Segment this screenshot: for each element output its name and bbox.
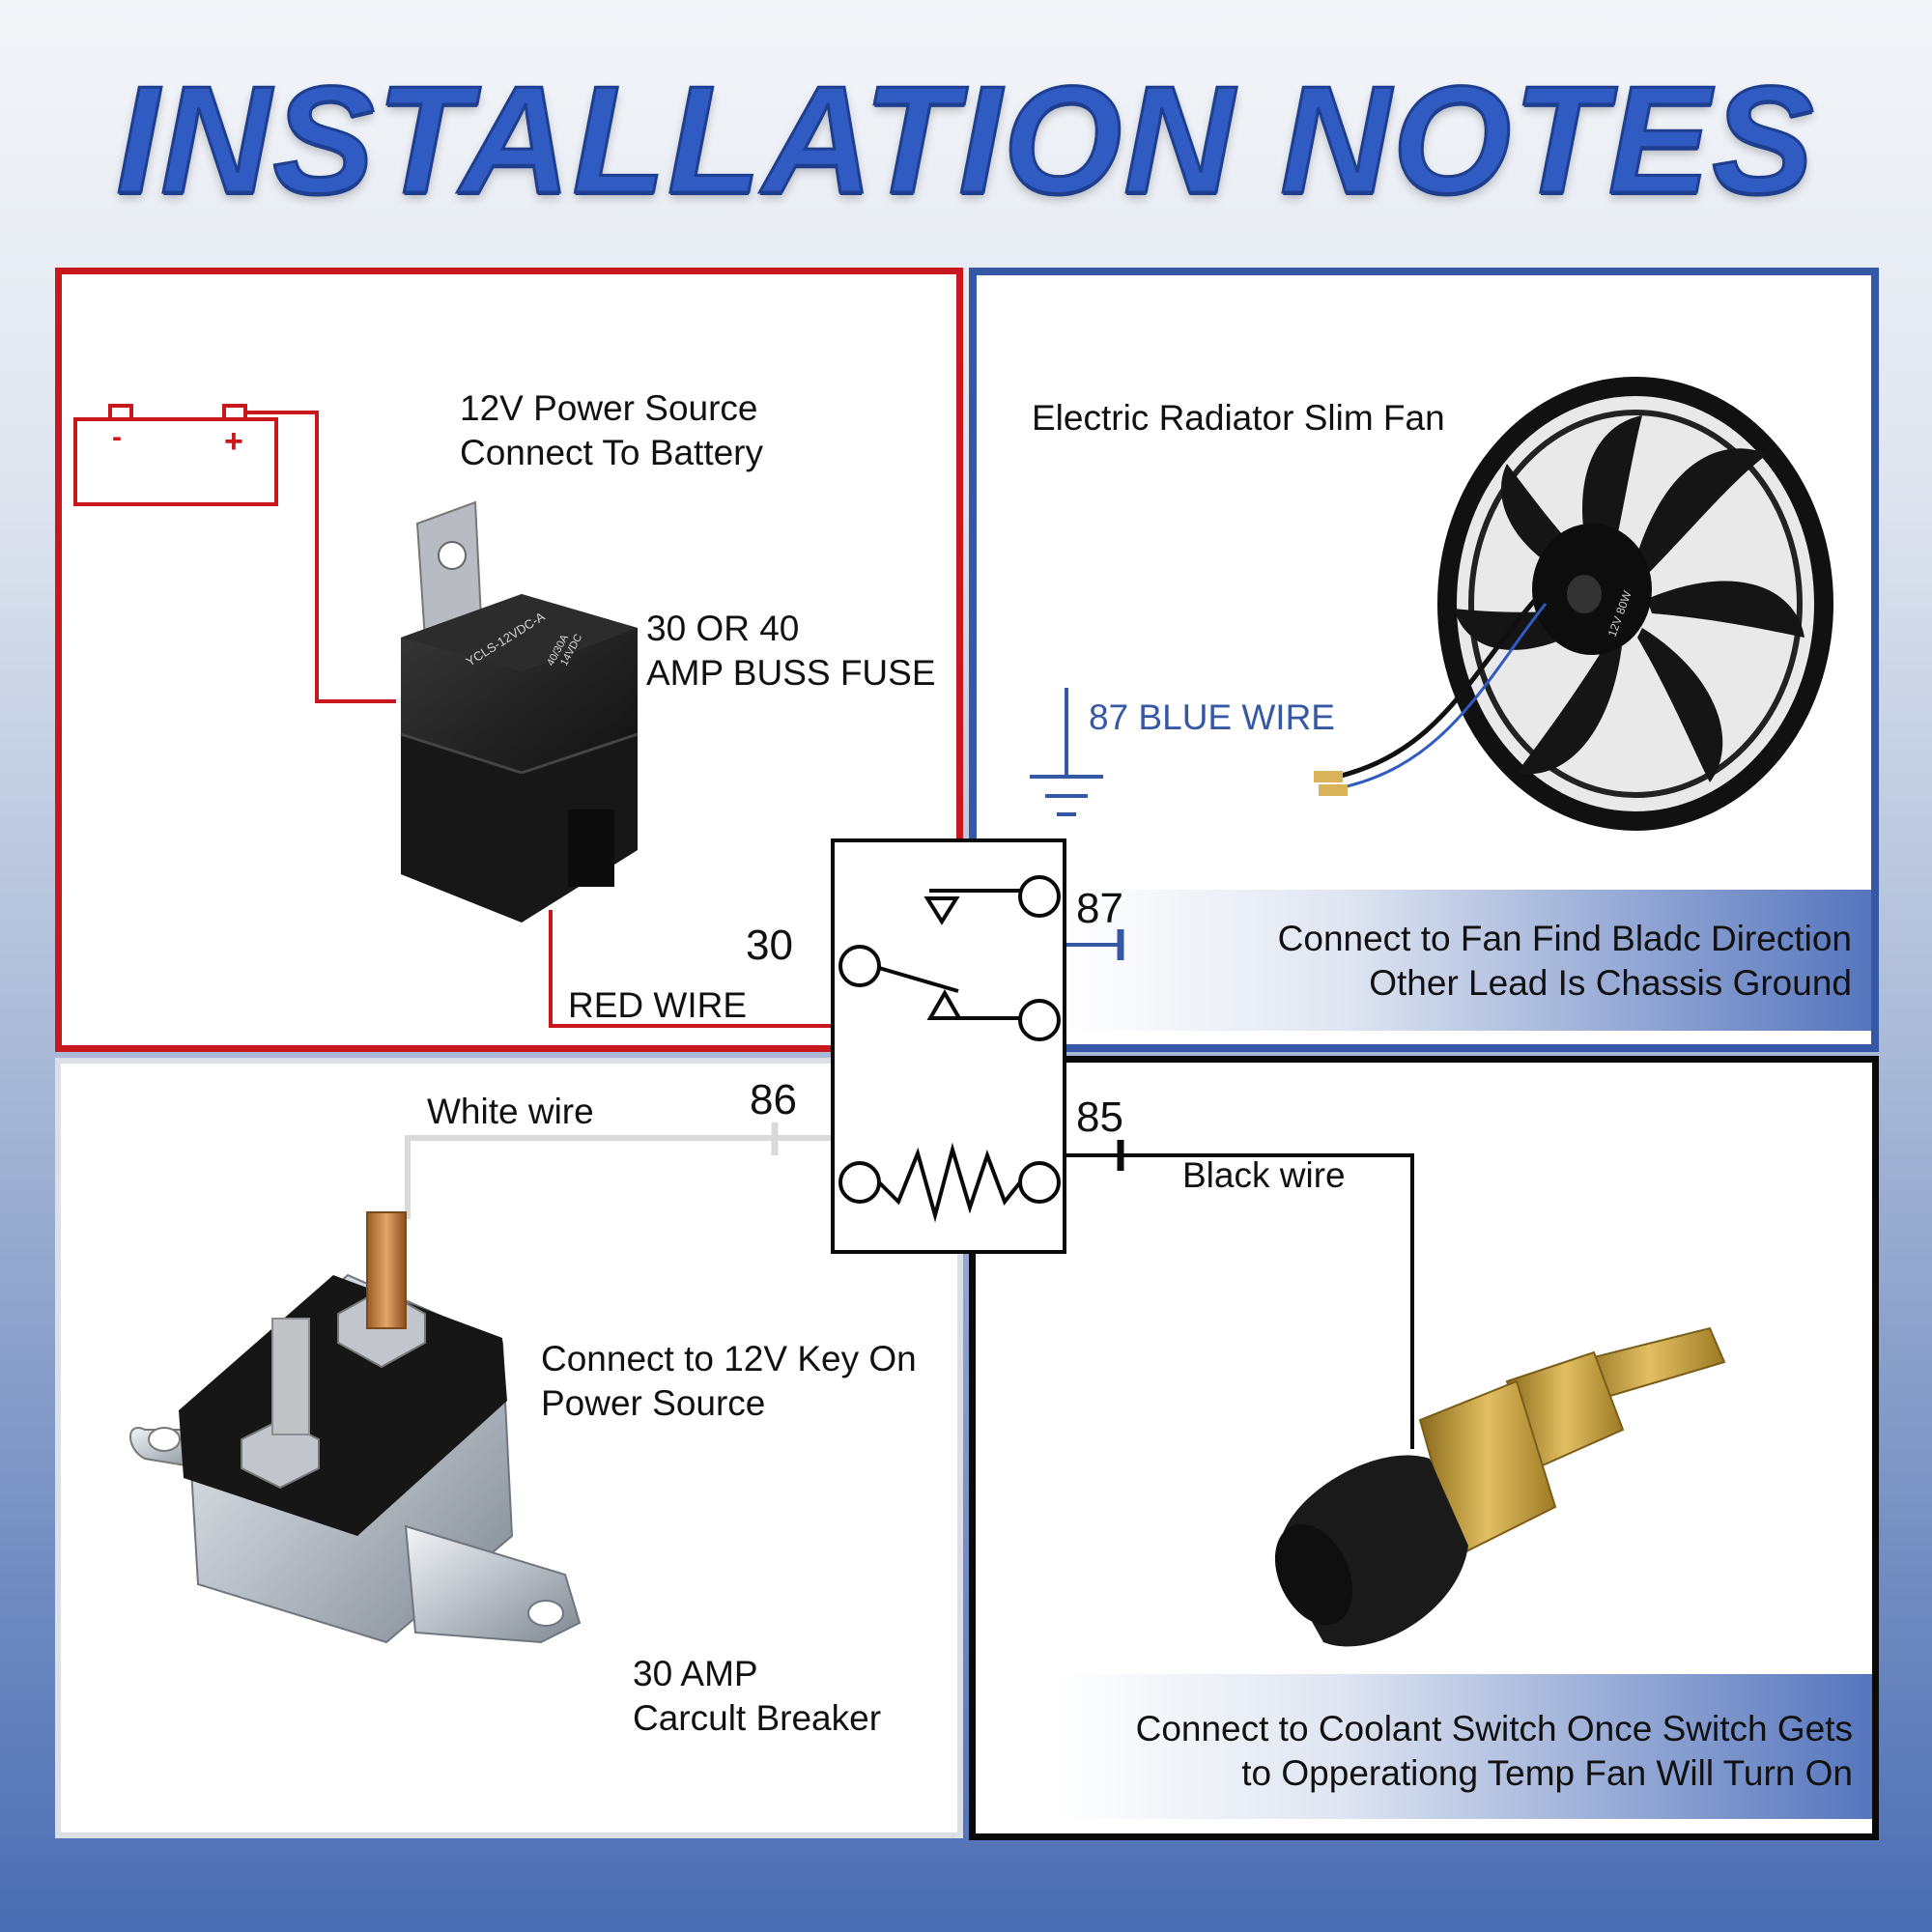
coolant-note-line1: Connect to Coolant Switch Once Switch Ge… — [1135, 1709, 1853, 1748]
circuit-breaker-image — [129, 1211, 582, 1644]
pin-87-label: 87 — [1076, 885, 1123, 932]
fan-note-band: Connect to Fan Find Bladc Direction Othe… — [1065, 890, 1871, 1031]
electric-fan-image — [1314, 377, 1833, 831]
pin-85-label: 85 — [1076, 1094, 1123, 1141]
fuse-label-line1: 30 OR 40 — [646, 609, 800, 648]
ground-icon — [1030, 688, 1103, 816]
white-wire-label: White wire — [427, 1092, 594, 1131]
coolant-note-line2: to Opperationg Temp Fan Will Turn On — [1241, 1753, 1853, 1793]
page-title: INSTALLATION NOTES — [115, 54, 1816, 227]
red-wire-label: RED WIRE — [568, 985, 747, 1025]
battery-plus: + — [224, 423, 243, 460]
battery-label-line2: Connect To Battery — [460, 433, 763, 472]
coolant-switch-image — [1274, 1326, 1726, 1647]
breaker-label-line1: 30 AMP — [633, 1654, 758, 1693]
fan-note-line1: Connect to Fan Find Bladc Direction — [1277, 919, 1852, 958]
fan-note-line2: Other Lead Is Chassis Ground — [1369, 963, 1852, 1003]
black-wire-label: Black wire — [1182, 1155, 1346, 1195]
blue-wire-label: 87 BLUE WIRE — [1089, 697, 1335, 737]
breaker-label-line2: Carcult Breaker — [633, 1698, 882, 1738]
fan-label: Electric Radiator Slim Fan — [1032, 398, 1445, 438]
buss-fuse-image — [400, 500, 639, 923]
battery-icon — [73, 404, 278, 506]
battery-minus: - — [112, 421, 122, 453]
pin-86-label: 86 — [750, 1076, 797, 1123]
white-wire — [405, 1135, 833, 1219]
battery-label-line1: 12V Power Source — [460, 388, 758, 428]
relay-schematic — [831, 838, 1066, 1254]
red-wire — [549, 910, 833, 1028]
coolant-note-band: Connect to Coolant Switch Once Switch Ge… — [1056, 1674, 1872, 1819]
pin-30-label: 30 — [746, 922, 793, 969]
black-wire — [1065, 1153, 1414, 1449]
key-on-label-line2: Power Source — [541, 1383, 766, 1423]
key-on-label-line1: Connect to 12V Key On — [541, 1339, 917, 1378]
battery-to-fuse-wire — [245, 411, 396, 703]
fuse-label-line2: AMP BUSS FUSE — [646, 653, 936, 693]
